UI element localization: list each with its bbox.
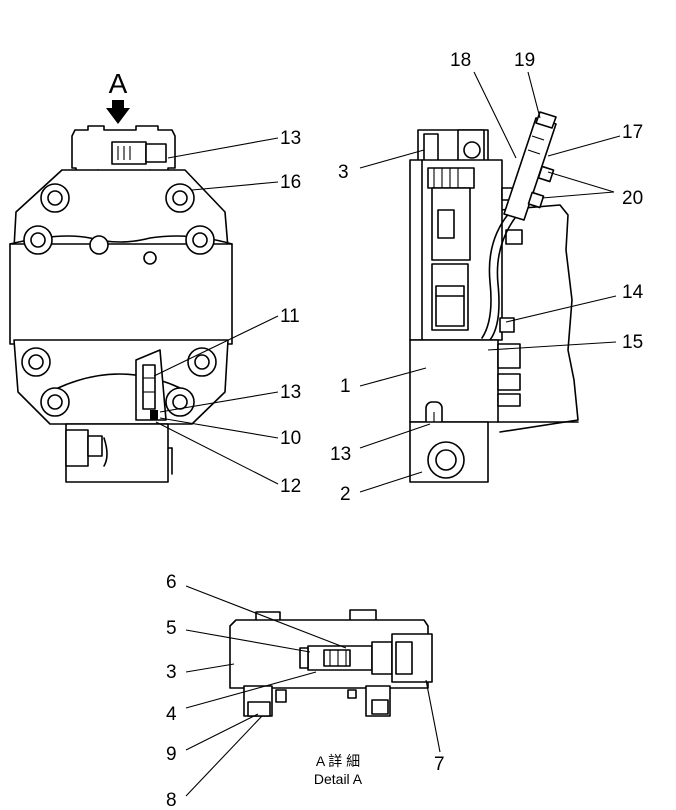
bolt-group <box>21 183 217 417</box>
side-view: 3 18 19 17 20 14 15 1 13 2 <box>330 50 644 505</box>
callout-3-detail: 3 <box>166 662 177 683</box>
callout-19: 19 <box>514 50 535 71</box>
callout-8: 8 <box>166 790 177 810</box>
callout-20: 20 <box>622 188 643 209</box>
angled-sensor <box>503 111 557 221</box>
callout-13-top: 13 <box>280 128 301 149</box>
callout-5: 5 <box>166 618 177 639</box>
callout-10: 10 <box>280 428 301 449</box>
callout-3-side: 3 <box>338 162 349 183</box>
callout-11: 11 <box>280 306 300 327</box>
detail-a-view: 6 5 3 4 9 8 7 A 詳 細 Detail A <box>166 572 445 810</box>
callout-13-side: 13 <box>330 444 351 465</box>
callout-1: 1 <box>340 376 351 397</box>
callout-13-lower: 13 <box>280 382 301 403</box>
callout-12: 12 <box>280 476 301 497</box>
sensor-cap <box>145 143 167 163</box>
sensor-cable <box>481 211 511 339</box>
view-arrow-icon <box>106 100 130 124</box>
sensor-block <box>111 141 147 165</box>
detail-caption-en: Detail A <box>314 771 363 787</box>
mounting-wall <box>499 204 579 433</box>
callout-4: 4 <box>166 704 177 725</box>
pump-body <box>9 243 233 345</box>
callout-15: 15 <box>622 332 643 353</box>
callout-7: 7 <box>434 754 445 775</box>
callout-2: 2 <box>340 484 351 505</box>
front-view: A <box>9 68 301 497</box>
side-lower-block <box>409 339 499 423</box>
callout-17: 17 <box>622 122 643 143</box>
callout-6: 6 <box>166 572 177 593</box>
callout-18: 18 <box>450 50 471 71</box>
callout-16: 16 <box>280 172 301 193</box>
detail-caption-jp: A 詳 細 <box>316 753 360 769</box>
side-bottom-bracket <box>409 421 489 483</box>
lower-sensor <box>142 364 156 410</box>
callout-9: 9 <box>166 744 177 765</box>
view-arrow-label: A <box>109 68 128 99</box>
callout-14: 14 <box>622 282 644 303</box>
